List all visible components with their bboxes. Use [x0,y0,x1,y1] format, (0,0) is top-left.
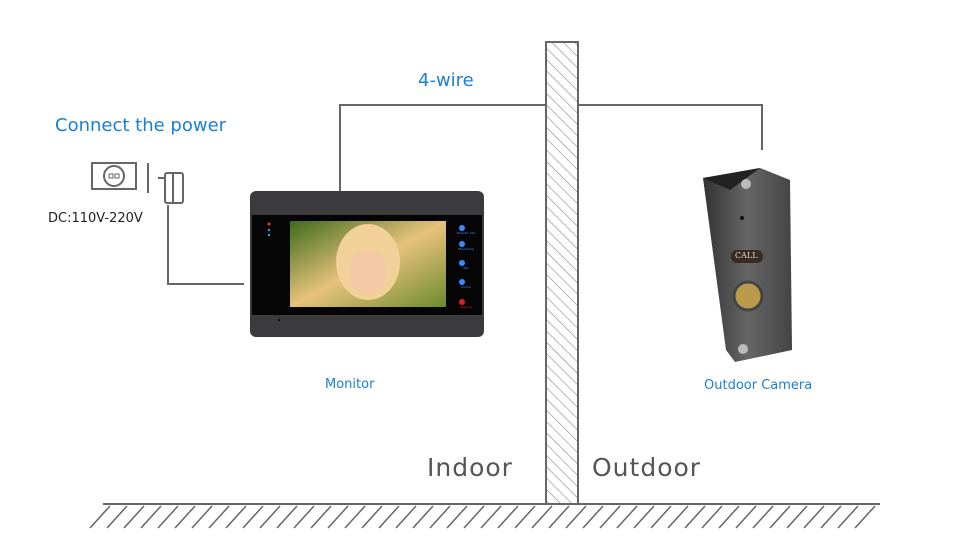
monitor-button-transfer-call[interactable]: Transfer Call [456,231,476,235]
ground-hatch-line [650,505,672,529]
wall [545,41,579,505]
connect-power-label: Connect the power [55,115,227,136]
indoor-label: Indoor [427,453,513,482]
call-button-label: CALL [735,251,758,260]
monitor-button-unlock[interactable]: Unlock [460,285,472,289]
ground-hatch-line [446,505,468,529]
ground-hatch-line [718,505,740,529]
ground-hatch-line [701,505,723,529]
ground-hatch-line [769,505,791,529]
monitor-button-monitoring[interactable]: Monitoring [457,247,475,251]
ground-hatch-line [820,505,842,529]
ground-hatch-line [123,505,145,529]
ground-hatch-line [276,505,298,529]
ground-hatch-line [616,505,638,529]
outdoor-camera-device [703,168,792,362]
voltage-label: DC:110V-220V [48,211,143,226]
ground-hatch-line [361,505,383,529]
ground-hatch-line [633,505,655,529]
ground-hatch-line [344,505,366,529]
ground-hatch-line [89,505,111,529]
ground-hatch-line [786,505,808,529]
ground-hatch-line [803,505,825,529]
ground-hatch-line [395,505,417,529]
ground-hatch-line [667,505,689,529]
ground [89,503,880,529]
monitor-label: Monitor [325,377,375,392]
ground-hatch-line [174,505,196,529]
ground-hatch-line [242,505,264,529]
monitor-button-hang-up[interactable]: Hang up [459,305,473,309]
ground-hatch-line [378,505,400,529]
monitor-button-talk[interactable]: Talk [463,266,469,270]
ground-hatch-line [548,505,570,529]
ground-hatch-line [599,505,621,529]
ground-hatch-line [854,505,876,529]
power-outlet-icon [91,162,184,204]
ground-hatch-line [140,505,162,529]
ground-hatch-line [259,505,281,529]
ground-hatch-line [106,505,128,529]
monitor-device [250,191,484,337]
ground-hatch-line [412,505,434,529]
ground-hatch-line [327,505,349,529]
ground-hatch-line [497,505,519,529]
ground-hatch-line [191,505,213,529]
ground-hatch-line [429,505,451,529]
ground-hatch-line [837,505,859,529]
outdoor-label: Outdoor [592,453,702,482]
ground-hatch-line [225,505,247,529]
ground-hatch-line [531,505,553,529]
ground-hatch-line [684,505,706,529]
four-wire-cable [339,104,763,192]
ground-hatch-line [752,505,774,529]
ground-hatch-line [208,505,230,529]
power-cable [167,205,244,285]
ground-hatch-line [514,505,536,529]
ground-hatch-line [157,505,179,529]
outdoor-camera-label: Outdoor Camera [704,378,813,393]
ground-hatch-line [480,505,502,529]
ground-hatch-line [293,505,315,529]
four-wire-label: 4-wire [418,70,474,91]
ground-hatch-line [735,505,757,529]
ground-hatch-line [565,505,587,529]
ground-hatch-line [582,505,604,529]
ground-hatch-line [463,505,485,529]
ground-hatch-line [310,505,332,529]
